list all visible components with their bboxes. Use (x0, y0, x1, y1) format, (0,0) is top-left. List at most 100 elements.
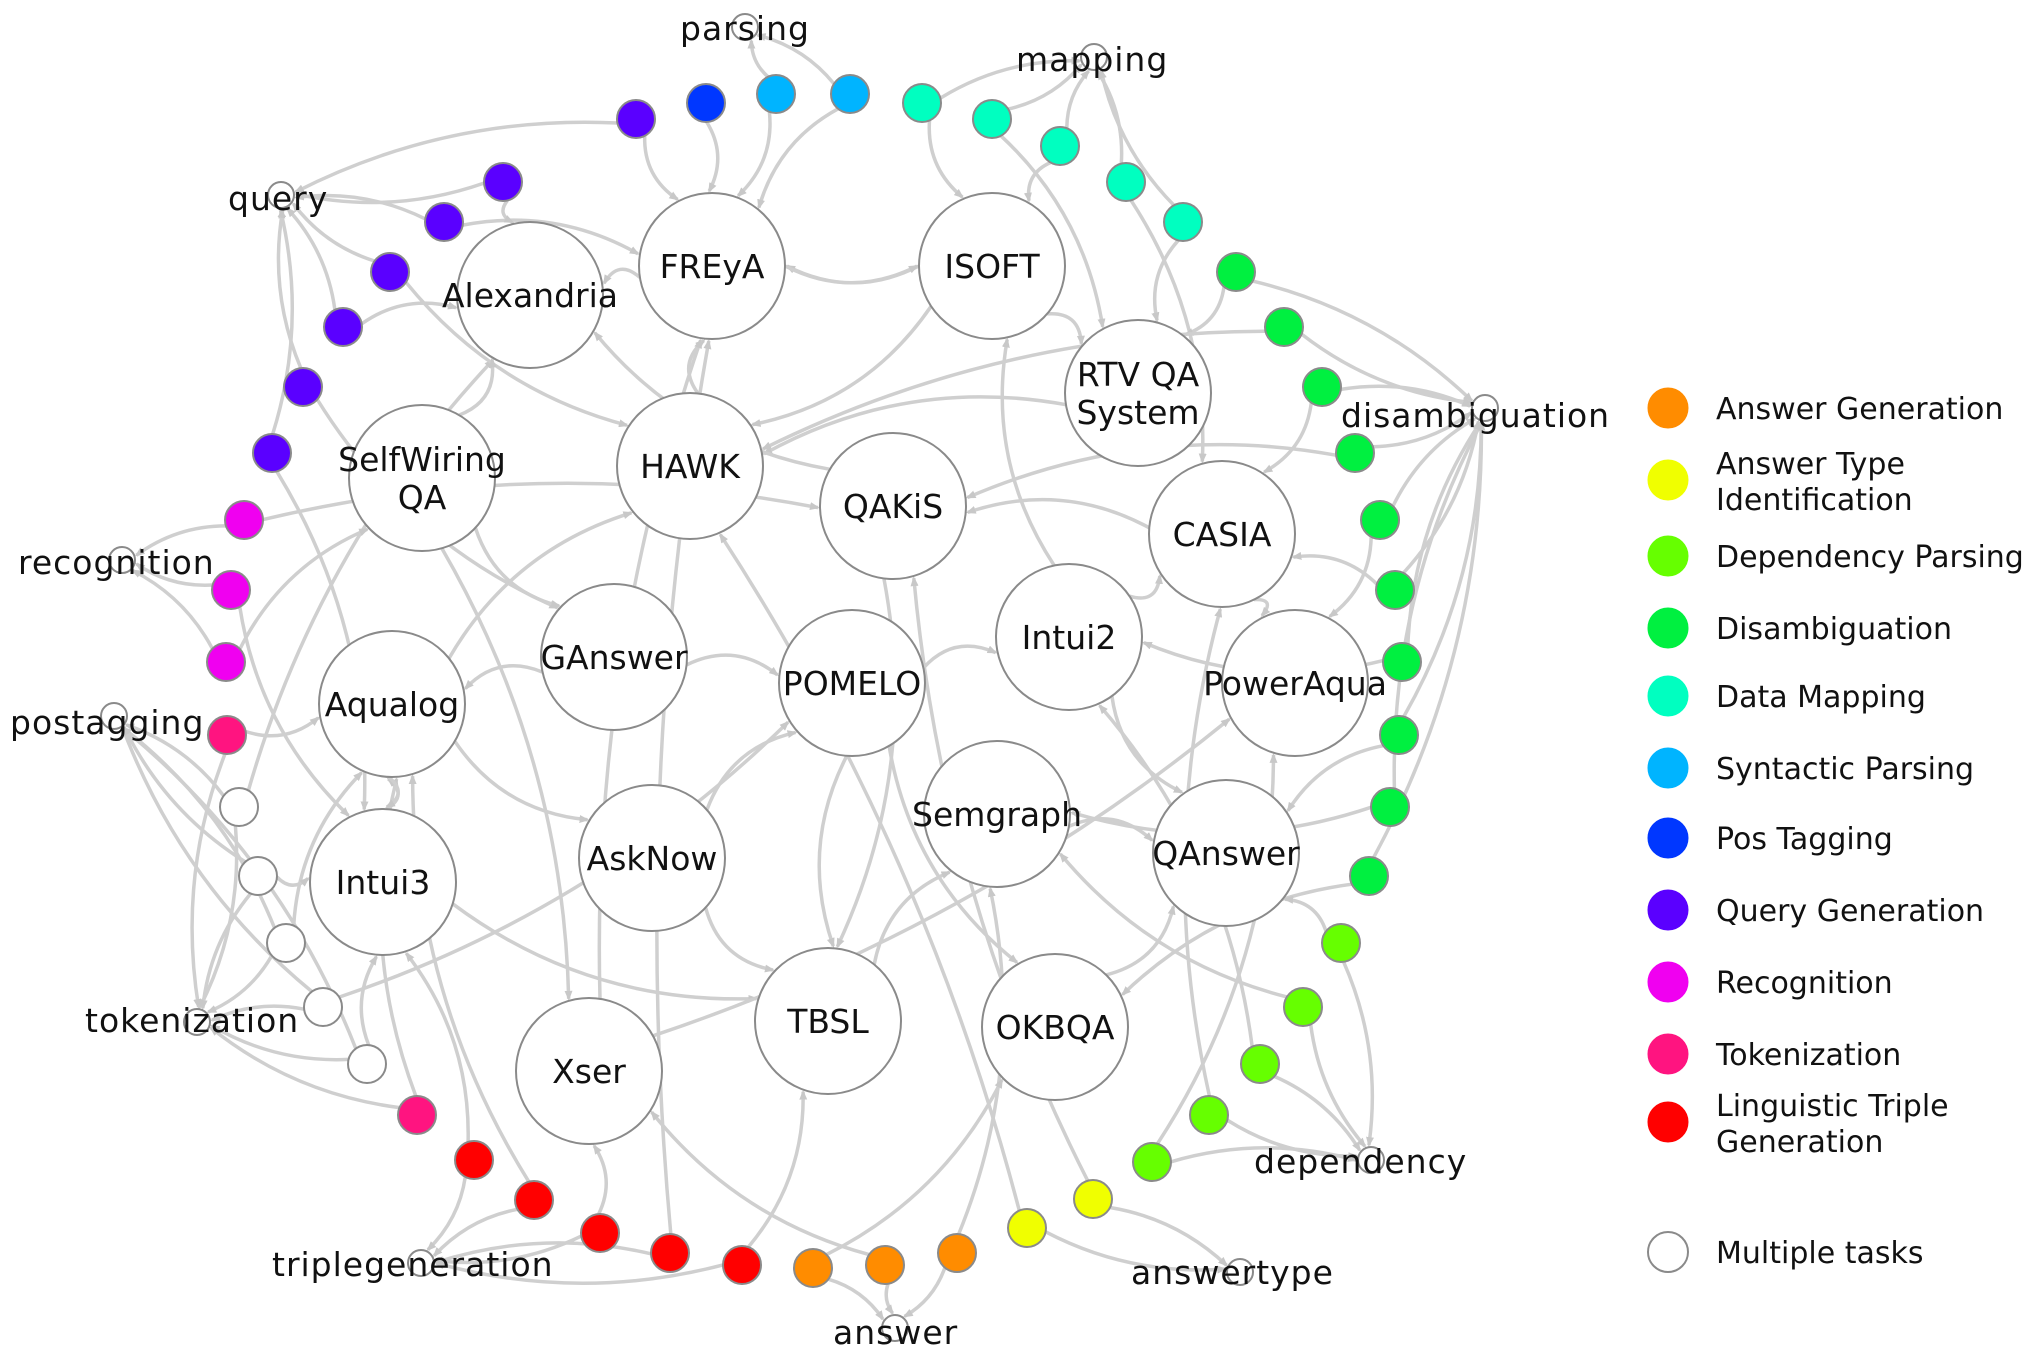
edge (1096, 69, 1124, 164)
legend-label: Dependency Parsing (1716, 540, 2024, 575)
task-node-answer (881, 1314, 909, 1342)
edge (124, 723, 226, 797)
module-node (1132, 1142, 1172, 1182)
task-label-parsing: parsing (680, 9, 810, 48)
edge (426, 1176, 468, 1252)
edge (286, 207, 337, 311)
edge (1328, 536, 1373, 618)
legend-label: Data Mapping (1716, 680, 1926, 715)
task-node-postagging (100, 702, 128, 730)
system-label: OKBQA (996, 1008, 1115, 1047)
module-node (207, 715, 247, 755)
edge (1341, 961, 1375, 1148)
module-node (1321, 923, 1361, 963)
edge (206, 954, 274, 1014)
system-node-hawk: HAWK (616, 392, 764, 540)
edge (291, 202, 376, 263)
edge (238, 606, 350, 817)
legend-item: Syntactic Parsing (1647, 747, 1974, 789)
module-node (1370, 787, 1410, 827)
legend-label: Answer Generation (1716, 392, 2003, 427)
system-circle (981, 953, 1129, 1101)
edge (685, 653, 779, 677)
edge (1273, 1074, 1362, 1152)
module-node (1335, 433, 1375, 473)
edge (965, 497, 1151, 530)
legend-label: Syntactic Parsing (1716, 752, 1974, 787)
module-node (266, 923, 306, 963)
legend-label: Identification (1716, 483, 1913, 518)
edge (762, 395, 1067, 456)
legend-label: Disambiguation (1716, 612, 1952, 647)
edge (238, 527, 370, 650)
module-node (1073, 1179, 1113, 1219)
edge (122, 725, 247, 864)
edge (1283, 895, 1328, 932)
task-node-dependency (1357, 1146, 1385, 1174)
legend-swatch (1647, 961, 1689, 1003)
system-circle (778, 609, 926, 757)
edge (458, 357, 497, 417)
module-node (303, 987, 343, 1027)
edge (209, 1026, 400, 1110)
legend-item: Tokenization (1647, 1033, 1901, 1075)
edge (134, 562, 213, 587)
module-node (1382, 642, 1422, 682)
edge (784, 264, 919, 285)
task-node-layer (100, 13, 1499, 1342)
system-label: Intui2 (1022, 618, 1117, 657)
legend-swatch (1647, 817, 1689, 859)
edge (1391, 417, 1477, 507)
module-node (370, 252, 410, 292)
edge (134, 524, 226, 557)
module-node (1302, 367, 1342, 407)
module-node (1007, 1208, 1047, 1248)
legend-label: Generation (1716, 1125, 1883, 1160)
edge (705, 121, 720, 193)
task-node-answertype (1226, 1258, 1254, 1286)
module-node (616, 99, 656, 139)
system-circle (918, 192, 1066, 340)
system-node-freya: FREyA (638, 192, 786, 340)
legend-swatch (1647, 607, 1689, 649)
module-node (1360, 500, 1400, 540)
system-circle (1152, 779, 1300, 927)
module-node (1349, 856, 1389, 896)
legend-item: Data Mapping (1647, 675, 1926, 717)
system-label: FREyA (660, 247, 765, 286)
edge (1183, 286, 1226, 337)
edge (121, 726, 277, 929)
system-circle (348, 404, 496, 552)
edge (1372, 411, 1473, 449)
task-label-dependency: dependency (1254, 1142, 1467, 1181)
edge (705, 730, 798, 811)
system-node-qanswer: QAnswer (1152, 779, 1300, 927)
legend-item: Disambiguation (1647, 607, 1952, 649)
system-node-intui3: Intui3 (309, 808, 457, 956)
legend-swatch-multiple (1647, 1231, 1689, 1273)
legend-label: Answer Type (1716, 447, 1905, 482)
edge (1109, 1205, 1229, 1267)
module-node (514, 1180, 554, 1220)
edge (501, 199, 515, 224)
edge (1044, 1230, 1228, 1274)
task-label-answer: answer (833, 1313, 958, 1352)
module-node (454, 1140, 494, 1180)
system-circle (515, 997, 663, 1145)
system-node-poweraqua: PowerAqua (1203, 609, 1387, 757)
legend-label: Linguistic Triple (1716, 1089, 1949, 1124)
edge (736, 111, 772, 198)
system-label: Intui3 (336, 863, 431, 902)
module-node (1163, 202, 1203, 242)
edge (432, 1207, 518, 1258)
module-node (1379, 715, 1419, 755)
legend-label: Query Generation (1716, 894, 1984, 929)
system-label: Aqualog (325, 685, 459, 724)
task-label-triplegeneration: triplegeneration (272, 1245, 554, 1284)
edge (275, 875, 310, 887)
legend-item: Pos Tagging (1647, 817, 1893, 859)
module-node (1283, 987, 1323, 1027)
